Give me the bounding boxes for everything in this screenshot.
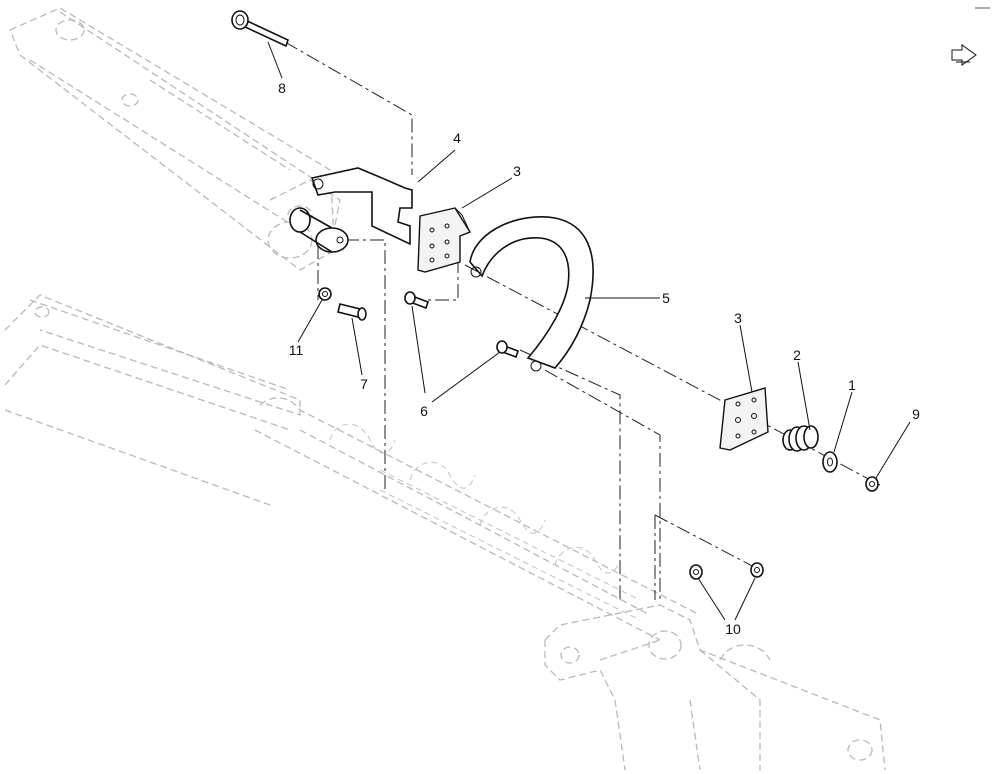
callout-8: 8 (278, 80, 286, 96)
callout-2: 2 (793, 347, 801, 363)
callout-3-lower: 3 (734, 310, 742, 326)
part-7-bolt (337, 303, 367, 321)
callout-7: 7 (360, 376, 368, 392)
part-5-curved-guide (469, 216, 594, 372)
callout-5: 5 (662, 290, 670, 306)
leader-lines (267, 41, 911, 621)
part-10-nuts (689, 562, 764, 580)
callout-4: 4 (453, 130, 461, 146)
callout-6: 6 (420, 403, 428, 419)
callout-labels: 1 2 3 3 4 5 6 7 8 9 10 11 (278, 80, 920, 637)
part-3-upper-wear-pad (417, 207, 472, 273)
part-4-bracket (289, 167, 413, 253)
ghost-bucket (544, 604, 886, 771)
part-1-washer (822, 451, 838, 473)
ghost-boom (4, 294, 701, 641)
callout-10: 10 (725, 621, 741, 637)
next-page-arrow-icon[interactable] (951, 44, 977, 66)
ghost-chain-guard (329, 423, 641, 621)
part-2-spring (782, 425, 819, 452)
callout-9: 9 (912, 406, 920, 422)
part-8-pin (231, 10, 289, 48)
callout-3-upper: 3 (513, 163, 521, 179)
part-3-lower-wear-pad (719, 387, 769, 451)
part-11-nut (318, 287, 332, 301)
callout-1: 1 (848, 377, 856, 393)
callout-11: 11 (289, 342, 304, 358)
part-6-bolts (404, 291, 520, 359)
part-9-nut (865, 476, 879, 492)
ghost-upper-arm (9, 7, 341, 271)
